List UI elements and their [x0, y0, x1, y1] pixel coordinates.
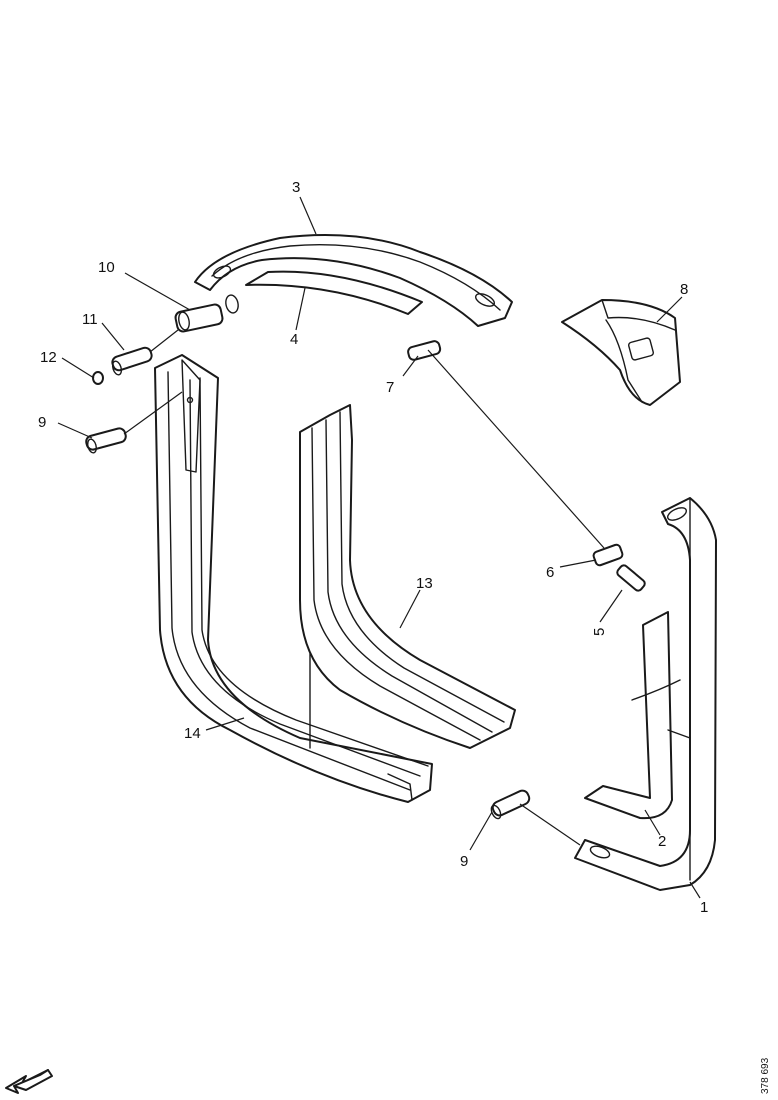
part-12-washer	[92, 371, 104, 385]
leader-lines	[57, 196, 701, 899]
callout-7: 7	[386, 379, 394, 396]
part-14-lower-frame	[154, 354, 433, 803]
callouts: 3 4 10 11 12 9 7 8 6 5 13 14 2 9 1	[38, 179, 708, 916]
part-11-pin	[111, 346, 153, 376]
part-4-strip	[245, 270, 423, 315]
callout-5: 5	[591, 628, 608, 636]
part-9-pin-upper	[85, 427, 127, 454]
callout-13: 13	[416, 575, 433, 592]
callout-3: 3	[292, 179, 300, 196]
part-5-bolt	[616, 564, 646, 592]
callout-11: 11	[82, 311, 98, 328]
callout-8: 8	[680, 281, 688, 298]
callout-4: 4	[290, 331, 298, 348]
callout-9-lower: 9	[460, 853, 468, 870]
arrow-down-left-icon	[5, 1069, 53, 1094]
part-7-pin	[407, 340, 442, 361]
callout-10: 10	[98, 259, 115, 276]
callout-12: 12	[40, 349, 57, 366]
part-6-nut	[592, 543, 624, 567]
callout-9-upper: 9	[38, 414, 46, 431]
callout-2: 2	[658, 833, 666, 850]
part-3-upper-arch	[194, 234, 513, 327]
callout-14: 14	[184, 725, 201, 742]
part-8-cover	[561, 299, 681, 406]
part-13-inner-channel	[299, 404, 516, 749]
callout-6: 6	[546, 564, 554, 581]
drawing-code: 378 693	[760, 1057, 771, 1094]
part-1-right-bracket	[574, 497, 717, 891]
callout-1: 1	[700, 899, 708, 916]
part-9-pin-lower	[490, 789, 531, 820]
part-2-inner-strip	[584, 611, 691, 820]
assembly-lines	[123, 329, 605, 846]
part-10-bushing	[174, 294, 239, 333]
